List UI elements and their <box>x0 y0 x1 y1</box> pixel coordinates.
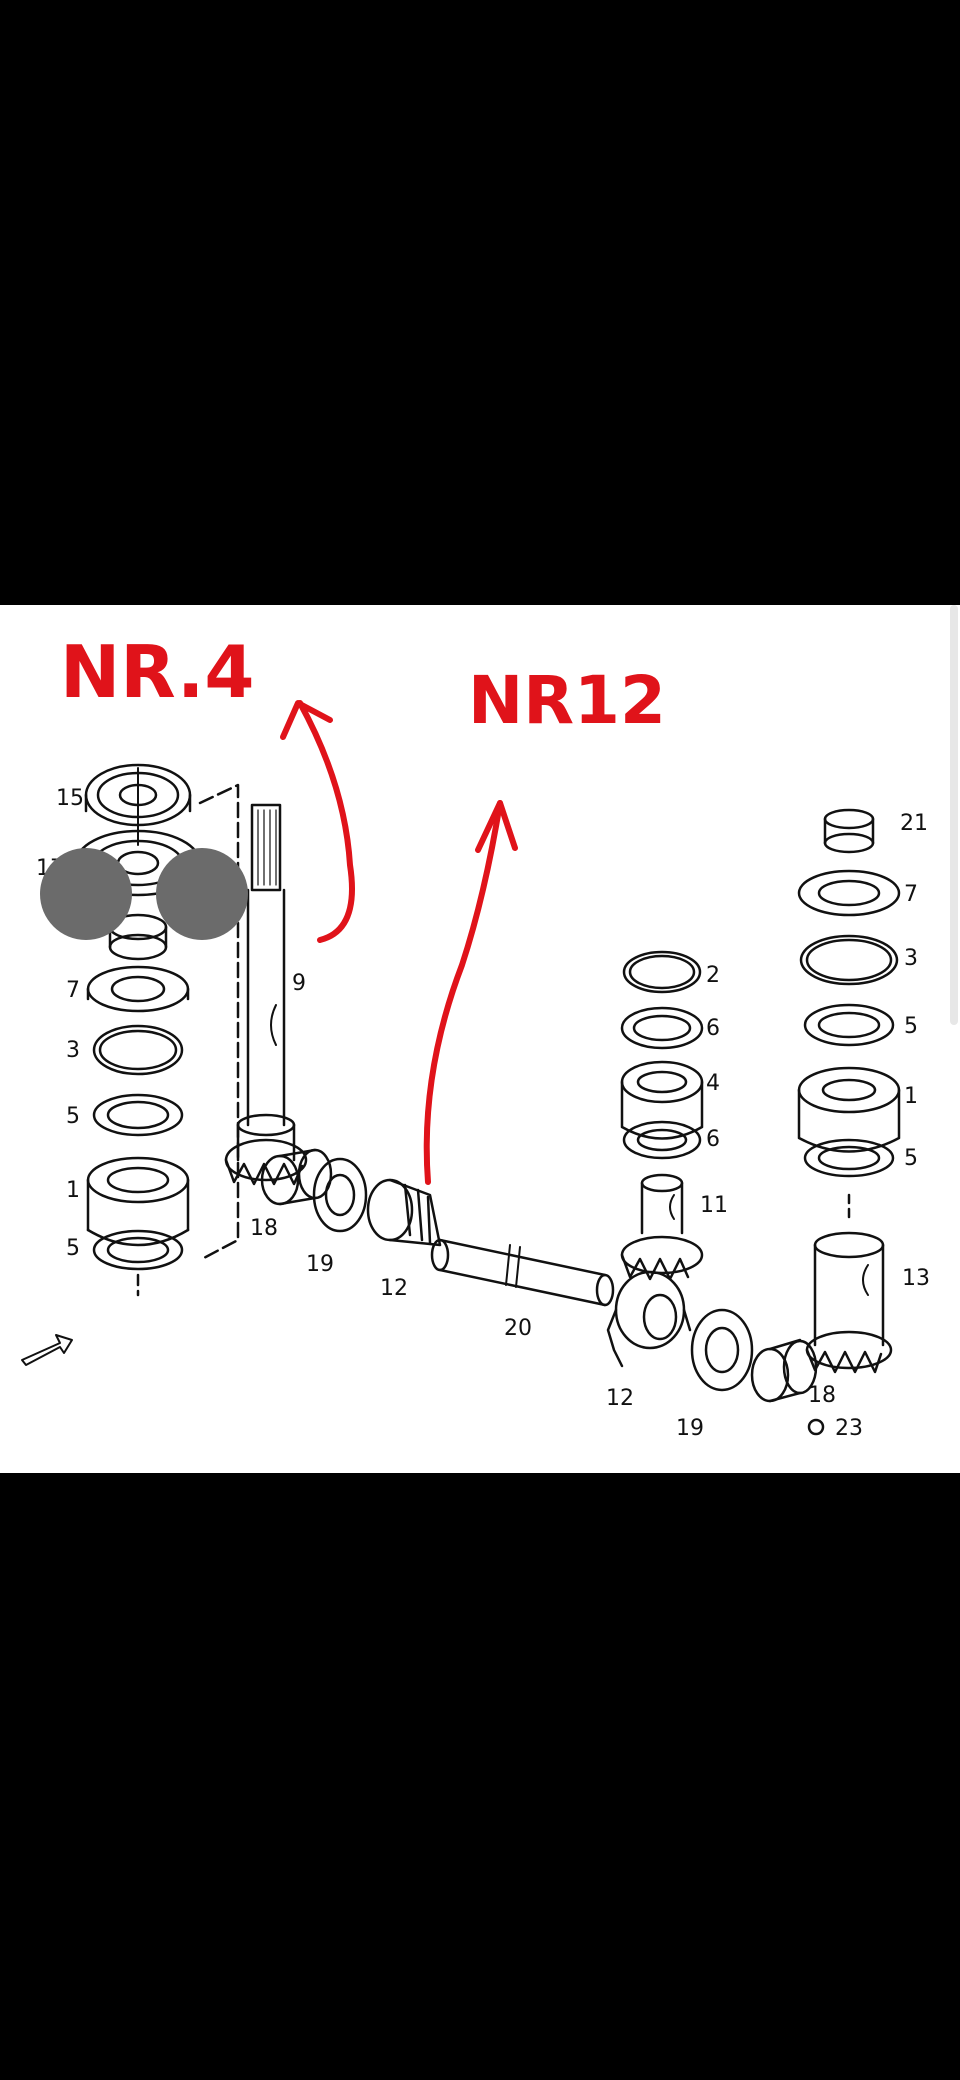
handwritten-annotations: NR.4 NR12 <box>60 630 666 1185</box>
diagram-panel: 15 1 7 21 7 3 5 1 5 9 18 19 12 20 12 19 1… <box>0 605 960 1473</box>
arrow-icon <box>21 1334 73 1366</box>
label-18: 18 <box>250 1216 278 1241</box>
left-needle-bearing <box>260 1148 333 1206</box>
label-7b: 7 <box>904 882 918 907</box>
label-12b: 12 <box>606 1386 634 1411</box>
floating-button-right[interactable] <box>156 848 248 940</box>
label-12: 12 <box>380 1276 408 1301</box>
label-4: 4 <box>706 1071 720 1096</box>
floating-button-left[interactable] <box>40 848 132 940</box>
label-5c: 5 <box>904 1014 918 1039</box>
label-11: 11 <box>700 1193 728 1218</box>
screw-23 <box>807 1418 825 1436</box>
right-bevel-gear <box>606 1270 692 1368</box>
annotation-nr12: NR12 <box>468 662 666 739</box>
arrow-head-nr12 <box>475 800 518 853</box>
label-19b: 19 <box>676 1416 704 1441</box>
label-1: 1 <box>66 1178 80 1203</box>
arrow-to-nr12 <box>423 800 503 1185</box>
right-stack <box>797 808 901 1374</box>
arrow-to-nr4 <box>297 700 355 943</box>
annotation-nr4: NR.4 <box>60 630 254 714</box>
label-1b: 1 <box>904 1084 918 1109</box>
label-5d: 5 <box>904 1146 918 1171</box>
label-5b: 5 <box>66 1236 80 1261</box>
label-6: 6 <box>706 1016 720 1041</box>
label-23: 23 <box>835 1416 863 1441</box>
label-3b: 3 <box>904 946 918 971</box>
exploded-parts-diagram: 15 1 7 21 7 3 5 1 5 9 18 19 12 20 12 19 1… <box>21 630 930 1441</box>
label-20: 20 <box>504 1316 532 1341</box>
label-19: 19 <box>306 1252 334 1277</box>
left-bearing-stack <box>74 763 240 1297</box>
right-thrust-washer <box>690 1308 754 1392</box>
middle-stack <box>620 950 704 1281</box>
left-bevel-gear <box>366 1178 442 1247</box>
label-21b: 21 <box>900 811 928 836</box>
left-thrust-washer <box>312 1157 368 1233</box>
cross-shaft-20 <box>430 1238 615 1307</box>
label-18b: 18 <box>808 1383 836 1408</box>
label-15: 15 <box>56 786 84 811</box>
label-3: 3 <box>66 1038 80 1063</box>
label-9: 9 <box>292 971 306 996</box>
scrollbar[interactable] <box>950 605 958 1025</box>
label-6b: 6 <box>706 1127 720 1152</box>
label-2: 2 <box>706 963 720 988</box>
label-5: 5 <box>66 1104 80 1129</box>
label-13: 13 <box>902 1266 930 1291</box>
arrow-head-nr4 <box>280 700 333 740</box>
label-7: 7 <box>66 978 80 1003</box>
